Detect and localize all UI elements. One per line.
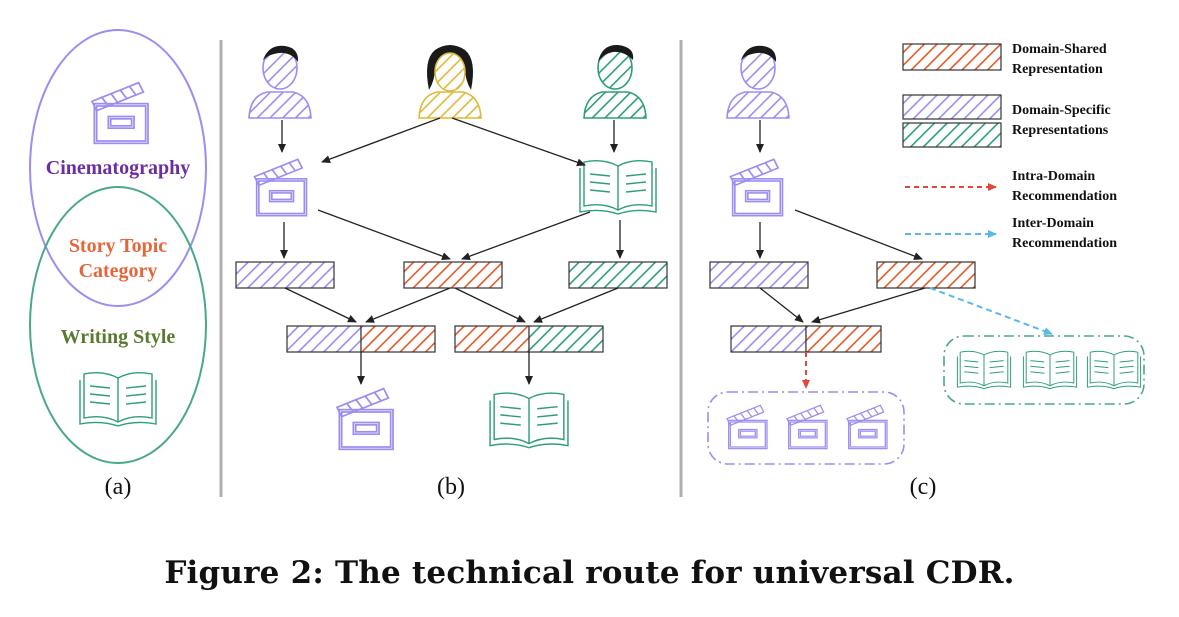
user-icon — [248, 44, 312, 119]
user-icon — [418, 44, 482, 119]
panel-a: Cinematography Story Topic Category Writ… — [29, 29, 207, 500]
open-book-icon — [79, 371, 157, 427]
arrow — [317, 209, 451, 260]
open-book-icon — [1022, 350, 1078, 390]
writing-domain-ellipse — [29, 186, 207, 464]
intra-domain-results — [707, 391, 905, 465]
combined-bar-shared — [360, 325, 436, 353]
legend-shared-line2: Representation — [1012, 62, 1103, 77]
user-icon — [726, 44, 790, 119]
panel-c: (c) — [707, 44, 1145, 500]
arrow — [533, 287, 619, 323]
combined-bar-specific — [286, 325, 362, 353]
figure-caption: Figure 2: The technical route for univer… — [164, 555, 1015, 591]
combined-bar-shared — [805, 325, 882, 353]
legend-shared-line1: Domain-Shared — [1012, 42, 1107, 57]
arrow — [811, 287, 926, 324]
legend-intra-line2: Recommendation — [1012, 189, 1117, 204]
arrow — [759, 287, 804, 323]
clapperboard-icon — [726, 404, 768, 450]
legend-inter-line2: Recommendation — [1012, 236, 1117, 251]
panel-a-label: (a) — [105, 474, 132, 500]
legend-specific-line2: Representations — [1012, 123, 1109, 138]
panel-c-label: (c) — [910, 474, 937, 500]
domain-specific-bar-green — [568, 261, 668, 289]
domain-specific-bar-purple — [235, 261, 335, 289]
arrow — [794, 209, 923, 260]
clapperboard-icon — [786, 404, 828, 450]
clapperboard-icon — [846, 404, 888, 450]
open-book-icon — [1086, 350, 1142, 390]
writing-style-label: Writing Style — [61, 326, 176, 348]
story-topic-label-line2: Category — [79, 260, 158, 282]
legend-swatch-specific-green — [902, 122, 1002, 148]
arrow — [284, 287, 357, 323]
panel-b: (b) — [235, 44, 668, 500]
legend-intra-line1: Intra-Domain — [1012, 169, 1095, 184]
domain-specific-bar — [709, 261, 809, 289]
legend-swatch-specific-purple — [902, 94, 1002, 120]
legend-specific-line1: Domain-Specific — [1012, 103, 1111, 118]
combined-bar-specific — [730, 325, 807, 353]
arrow — [451, 117, 586, 167]
arrow — [321, 117, 441, 163]
domain-shared-bar — [403, 261, 503, 289]
clapperboard-icon — [91, 81, 149, 145]
inter-domain-results — [943, 335, 1145, 405]
domain-shared-bar — [876, 261, 976, 289]
open-book-icon — [489, 392, 569, 449]
legend-inter-line1: Inter-Domain — [1012, 216, 1094, 231]
combined-bar-shared — [454, 325, 530, 353]
open-book-icon — [956, 350, 1012, 390]
arrow — [454, 287, 526, 323]
combined-bar-specific — [528, 325, 604, 353]
user-icon — [583, 44, 647, 119]
story-topic-label-line1: Story Topic — [69, 235, 167, 257]
panel-b-label: (b) — [437, 474, 465, 500]
arrow — [365, 287, 451, 323]
open-book-icon — [579, 159, 657, 215]
clapperboard-icon — [253, 158, 308, 217]
clapperboard-icon — [336, 387, 394, 451]
legend: Domain-Shared Representation Domain-Spec… — [902, 42, 1117, 251]
cinematography-domain-ellipse — [29, 29, 207, 307]
cinematography-label: Cinematography — [46, 157, 190, 179]
arrow — [461, 211, 591, 260]
inter-domain-arrow — [929, 287, 1053, 335]
legend-swatch-shared — [902, 43, 1002, 71]
clapperboard-icon — [729, 158, 784, 217]
